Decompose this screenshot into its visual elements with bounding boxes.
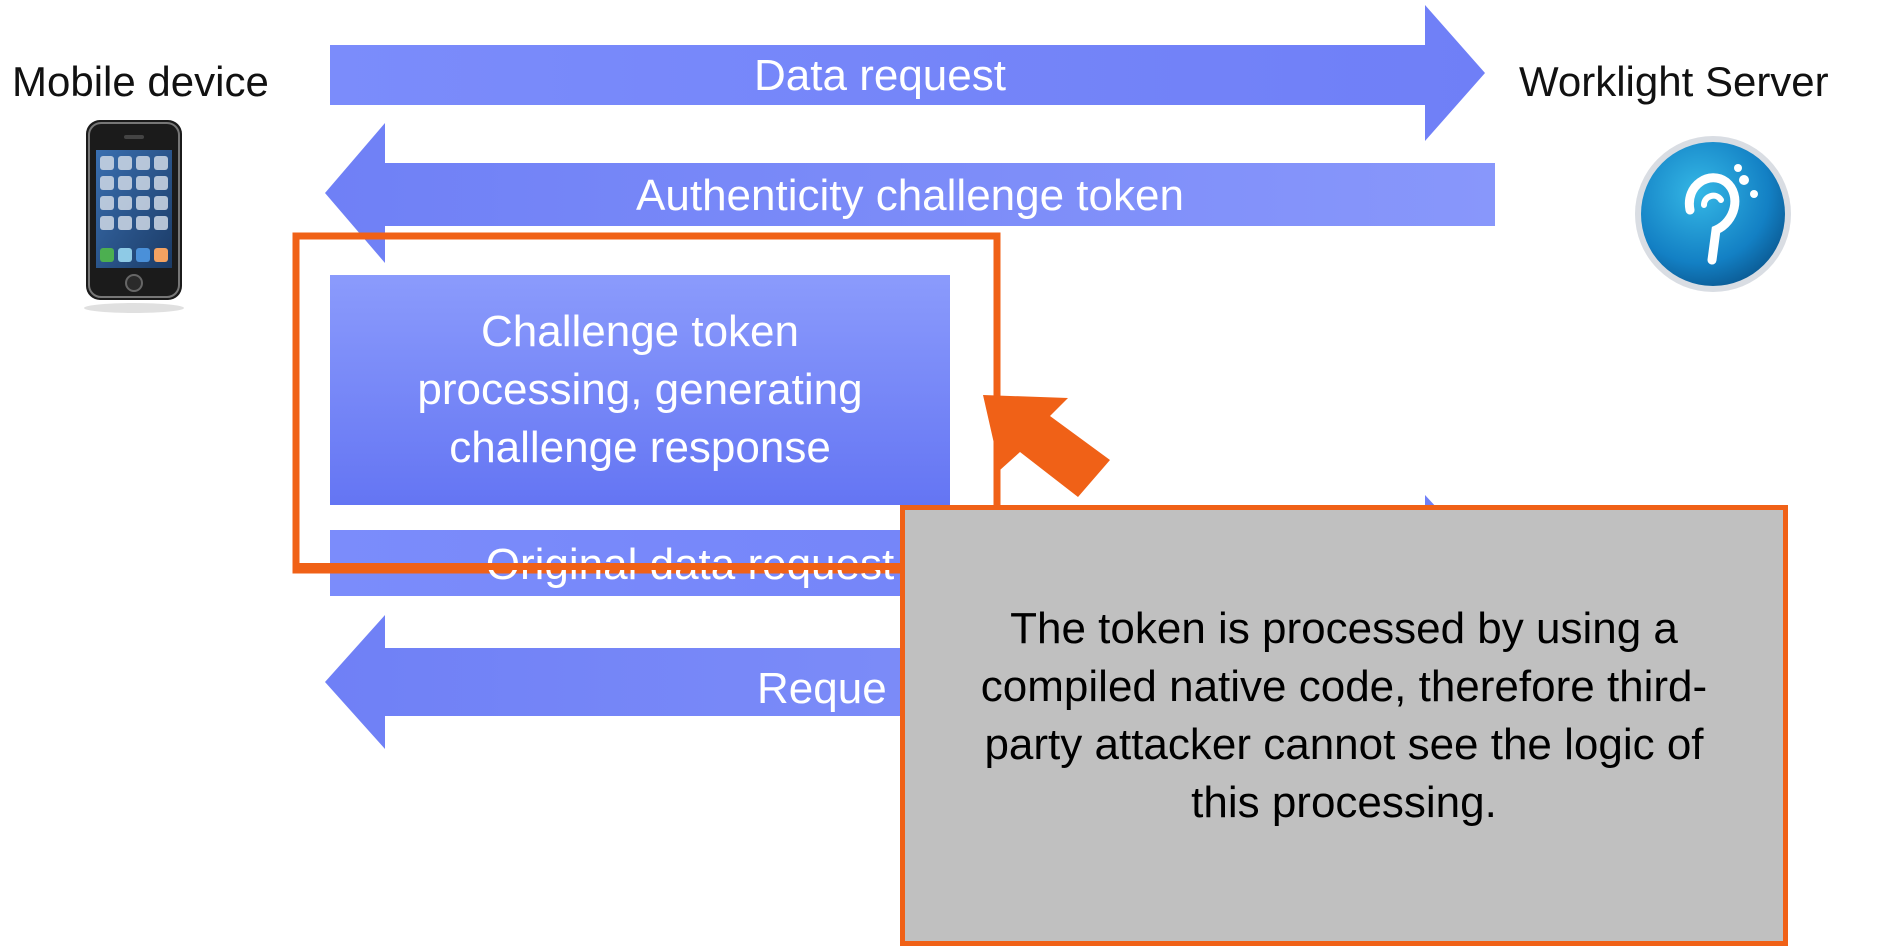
smartphone-icon — [84, 120, 184, 313]
worklight-server-label: Worklight Server — [1519, 58, 1829, 105]
processing-line: challenge response — [449, 423, 831, 472]
processing-line: processing, generating — [417, 365, 863, 414]
callout-text: The token is processed by using a compil… — [954, 600, 1734, 832]
processing-text: Challenge token processing, generating c… — [330, 275, 950, 505]
callout-line: compiled native code, therefore third- — [980, 661, 1708, 711]
highlight-frame-bottom — [293, 563, 1000, 570]
data-request-label: Data request — [754, 51, 1006, 100]
worklight-logo-icon — [1635, 136, 1791, 292]
callout-line: The token is processed by using a — [1010, 603, 1678, 653]
processing-line: Challenge token — [480, 307, 799, 356]
data-request-arrow — [330, 5, 1485, 141]
explanation-callout: The token is processed by using a compil… — [900, 505, 1788, 946]
challenge-token-arrow — [325, 123, 1495, 263]
challenge-token-label: Authenticity challenge token — [636, 171, 1184, 220]
challenge-processing-box — [330, 275, 950, 505]
callout-line: party attacker cannot see the logic of — [984, 719, 1704, 769]
pointer-arrow — [983, 395, 1110, 497]
callout-line: this processing. — [1191, 777, 1497, 827]
response-label: Reque — [757, 664, 887, 713]
mobile-device-label: Mobile device — [12, 58, 269, 105]
